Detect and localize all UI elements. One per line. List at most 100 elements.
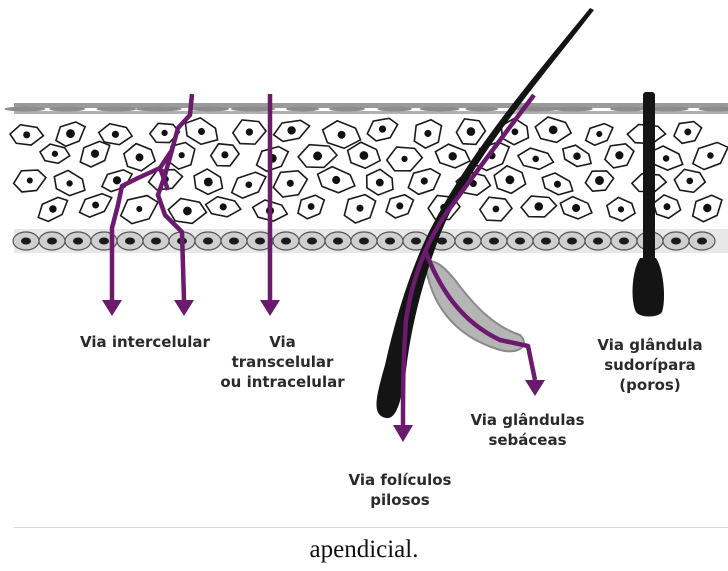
- epidermal-cell: [364, 114, 401, 143]
- corneocyte: [4, 107, 45, 112]
- epidermal-cell: [293, 191, 329, 223]
- epidermal-cell: [34, 192, 73, 225]
- basal-cell: [559, 232, 585, 250]
- epidermal-cell: [671, 118, 704, 146]
- corneocyte: [465, 107, 498, 112]
- epidermal-cell: [252, 142, 292, 175]
- epidermal-cell: [584, 168, 616, 193]
- label-sebaceas: Via glândulas sebáceas: [455, 410, 600, 450]
- arrowhead: [260, 300, 280, 316]
- corneocyte: [96, 107, 136, 112]
- label-line: Via glândula: [580, 335, 720, 355]
- epidermal-cell: [491, 163, 529, 196]
- basal-cell: [13, 232, 39, 250]
- epidermal-cell: [687, 190, 727, 226]
- epidermal-cell: [270, 167, 310, 200]
- basal-cell: [377, 232, 403, 250]
- epidermal-cell: [521, 195, 557, 218]
- epidermal-cell: [557, 194, 594, 222]
- epidermal-cell: [559, 141, 596, 172]
- epidermal-cell: [232, 119, 266, 146]
- corneocyte: [420, 107, 460, 112]
- corneocyte: [191, 107, 230, 112]
- epidermal-cell: [602, 140, 637, 171]
- corneocyte: [512, 107, 560, 112]
- epidermal-cell: [479, 196, 512, 221]
- epidermal-cell: [604, 195, 638, 224]
- stratum-corneum: [4, 103, 728, 114]
- label-sudoripara: Via glândula sudorípara (poros): [580, 335, 720, 395]
- epidermal-cell: [204, 195, 242, 218]
- arrowhead: [102, 300, 122, 316]
- epidermal-cell: [408, 115, 448, 153]
- epidermal-cell: [456, 118, 486, 145]
- epidermal-cell: [582, 119, 617, 148]
- epidermal-cell: [361, 165, 398, 200]
- epidermal-cell: [386, 146, 423, 173]
- basal-cell: [299, 232, 325, 250]
- epidermal-cell: [50, 166, 90, 200]
- basal-cell: [117, 232, 143, 250]
- epidermal-cell: [382, 191, 418, 222]
- epidermal-cell: [298, 143, 338, 168]
- label-line: (poros): [580, 375, 720, 395]
- basal-layer: [13, 229, 728, 253]
- label-line: sudorípara: [580, 355, 720, 375]
- epidermal-cell: [339, 189, 381, 227]
- corneocyte: [136, 107, 182, 112]
- corneocyte: [286, 107, 319, 112]
- label-line: Via: [210, 332, 355, 352]
- sebaceous-gland: [425, 261, 524, 351]
- basal-cell: [481, 232, 507, 250]
- epidermal-cell: [516, 146, 555, 171]
- epidermal-cell: [651, 193, 683, 221]
- epidermal-cell: [210, 143, 240, 168]
- arrowhead: [525, 380, 545, 396]
- label-line: transcelular: [210, 352, 355, 372]
- arrowhead: [174, 300, 194, 316]
- epidermal-cell: [190, 165, 227, 198]
- basal-cell: [585, 232, 611, 250]
- basal-cell: [325, 232, 351, 250]
- basal-cell: [65, 232, 91, 250]
- epidermal-cell: [116, 190, 162, 227]
- label-line: Via glândulas: [455, 410, 600, 430]
- epidermal-cell: [227, 167, 270, 202]
- basal-cell: [351, 232, 377, 250]
- corneocyte: [329, 107, 365, 112]
- epidermal-cell: [10, 124, 44, 145]
- corneocyte: [49, 107, 85, 112]
- epidermal-cell: [12, 167, 48, 194]
- epidermal-cell: [539, 169, 577, 199]
- label-line: sebáceas: [455, 430, 600, 450]
- label-transcelular: Via transcelular ou intracelular: [210, 332, 355, 392]
- basal-cell: [533, 232, 559, 250]
- epidermal-cell: [121, 141, 158, 173]
- basal-cell: [143, 232, 169, 250]
- divider: [14, 527, 728, 528]
- label-line: ou intracelular: [210, 372, 355, 392]
- epidermal-cell: [271, 117, 311, 144]
- caption: apendicial.: [0, 536, 728, 564]
- epidermal-cell: [688, 137, 728, 174]
- label-foliculos: Via folículos pilosos: [325, 470, 475, 510]
- corneocyte: [377, 107, 412, 112]
- basal-cell: [663, 232, 689, 250]
- epidermal-cell: [674, 169, 707, 193]
- label-line: Via folículos: [325, 470, 475, 490]
- epidermal-cell: [314, 163, 358, 197]
- basal-cell: [455, 232, 481, 250]
- corneocyte: [610, 107, 645, 112]
- epidermal-cell: [433, 141, 473, 171]
- corneocyte: [554, 107, 593, 112]
- arrowhead: [393, 425, 413, 442]
- basal-cell: [273, 232, 299, 250]
- label-intercelular: Via intercelular: [70, 332, 220, 352]
- intercellular-path: [112, 94, 192, 300]
- basal-cell: [221, 232, 247, 250]
- label-line: pilosos: [325, 490, 475, 510]
- basal-cell: [611, 232, 637, 250]
- basal-cell: [507, 232, 533, 250]
- basal-cell: [689, 232, 715, 250]
- epidermal-cell: [533, 115, 573, 144]
